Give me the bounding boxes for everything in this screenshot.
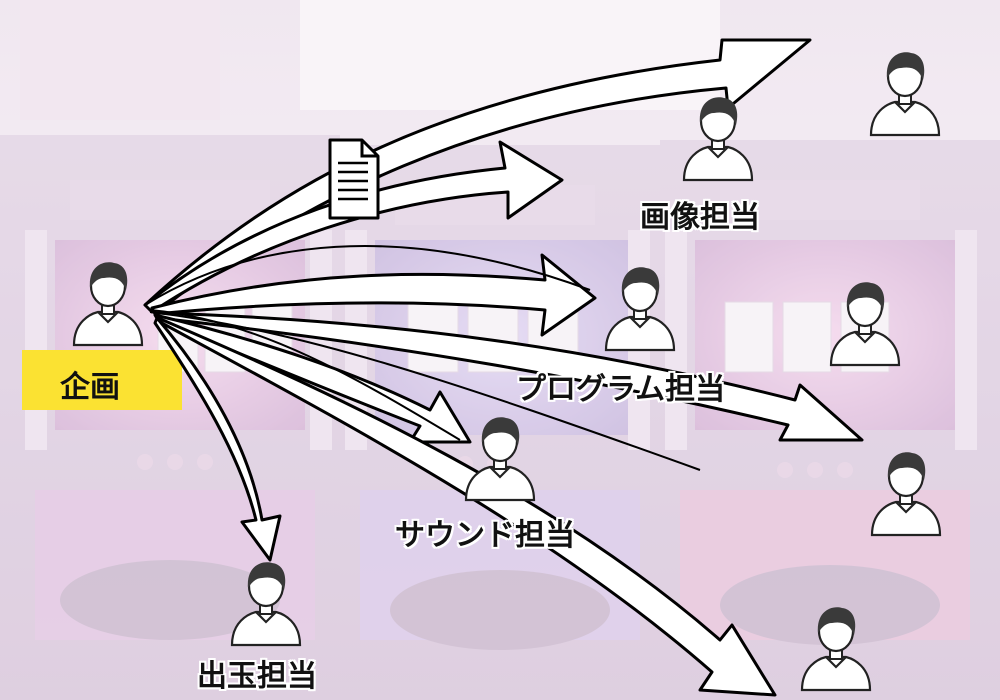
person-icon-top-right (869, 51, 941, 137)
graphics-label: 画像担当 (640, 200, 760, 235)
program-label: プログラム担当 (516, 372, 726, 407)
person-icon-bottom-right (800, 606, 872, 692)
planning-label: 企画 (60, 370, 120, 405)
payout-label: 出玉担当 (197, 659, 317, 694)
planning-label-box: 企画 (22, 350, 182, 410)
sound-label: サウンド担当 (395, 518, 575, 553)
person-icon-right-lower (870, 451, 942, 537)
person-icon-sound (464, 416, 536, 502)
arrow-to-graphics (143, 140, 564, 314)
person-icon-payout (230, 561, 302, 647)
arrow-to-bottom-right (156, 316, 777, 697)
arrow-to-payout (153, 316, 282, 562)
arrow-to-program (150, 253, 597, 337)
person-icon-planning (72, 261, 144, 347)
person-icon-program (604, 266, 676, 352)
person-icon-graphics (682, 96, 754, 182)
person-icon-right-middle (829, 281, 901, 367)
